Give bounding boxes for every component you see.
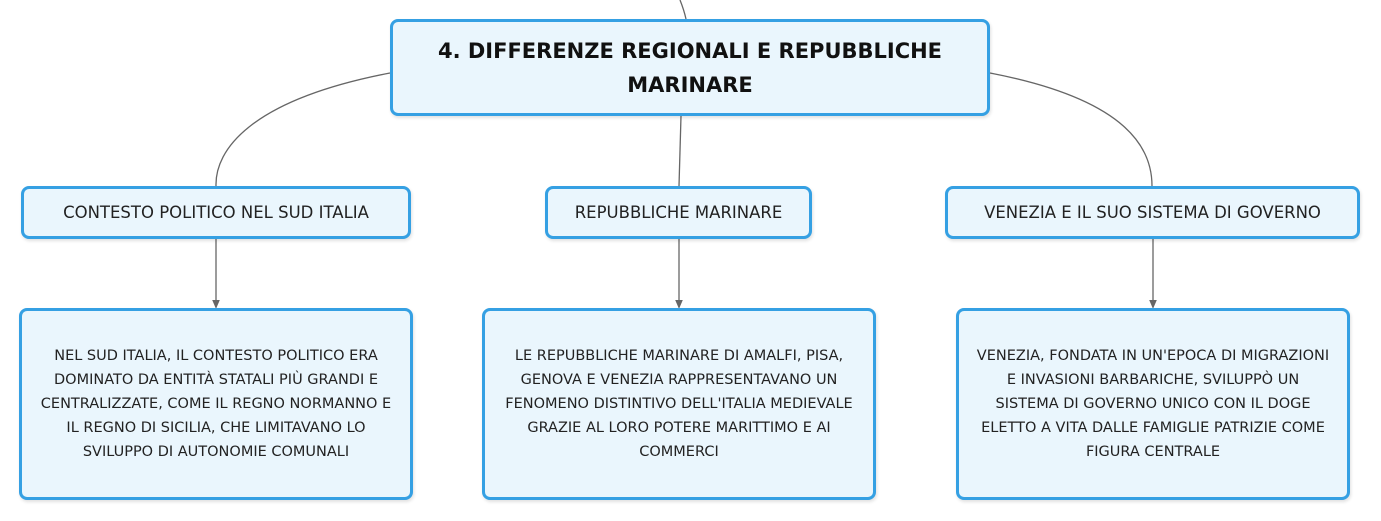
connector-root-to-topic-3 bbox=[989, 72, 1153, 187]
topic-node-repubbliche-marinare[interactable]: REPUBBLICHE MARINARE bbox=[545, 186, 812, 239]
detail-node-contesto-politico[interactable]: NEL SUD ITALIA, IL CONTESTO POLITICO ERA… bbox=[19, 308, 413, 500]
detail-text: LE REPUBBLICHE MARINARE DI AMALFI, PISA,… bbox=[505, 348, 853, 460]
connector-parent-to-root bbox=[679, 0, 687, 20]
connector-root-to-topic-1 bbox=[215, 72, 391, 187]
topic-node-contesto-politico[interactable]: CONTESTO POLITICO NEL SUD ITALIA bbox=[21, 186, 411, 239]
topic-label: VENEZIA E IL SUO SISTEMA DI GOVERNO bbox=[984, 203, 1321, 222]
detail-text: NEL SUD ITALIA, IL CONTESTO POLITICO ERA… bbox=[40, 348, 392, 460]
topic-label: REPUBBLICHE MARINARE bbox=[574, 203, 783, 222]
detail-text: VENEZIA, FONDATA IN UN'EPOCA DI MIGRAZIO… bbox=[976, 348, 1330, 460]
detail-node-venezia[interactable]: VENEZIA, FONDATA IN UN'EPOCA DI MIGRAZIO… bbox=[956, 308, 1350, 500]
topic-node-venezia[interactable]: VENEZIA E IL SUO SISTEMA DI GOVERNO bbox=[945, 186, 1360, 239]
topic-label: CONTESTO POLITICO NEL SUD ITALIA bbox=[63, 203, 369, 222]
connector-root-to-topic-2 bbox=[678, 115, 682, 187]
root-node[interactable]: 4. DIFFERENZE REGIONALI E REPUBBLICHE MA… bbox=[390, 19, 990, 116]
detail-node-repubbliche-marinare[interactable]: LE REPUBBLICHE MARINARE DI AMALFI, PISA,… bbox=[482, 308, 876, 500]
root-title: 4. DIFFERENZE REGIONALI E REPUBBLICHE MA… bbox=[437, 38, 943, 97]
